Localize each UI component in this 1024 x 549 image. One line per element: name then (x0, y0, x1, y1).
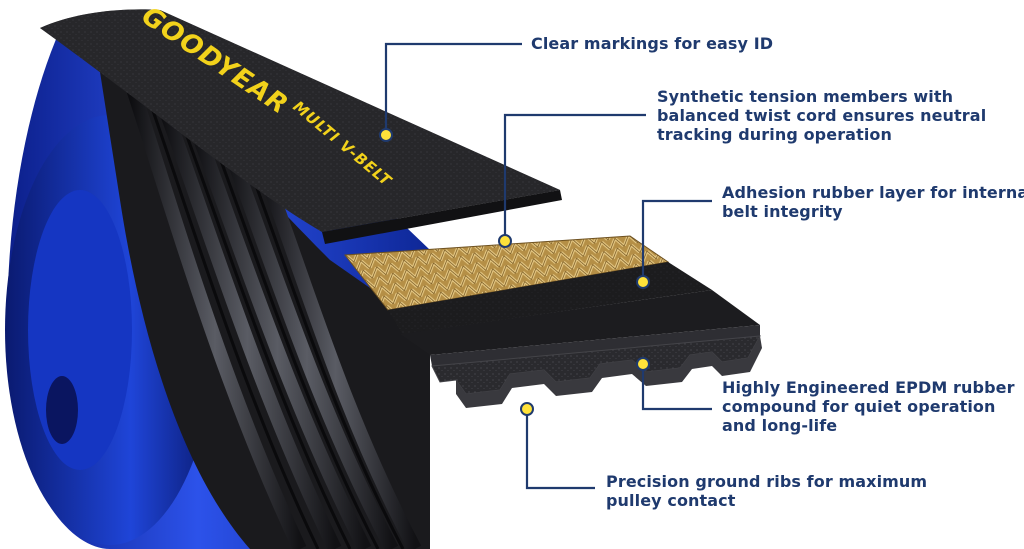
leader-tension (503, 113, 646, 241)
callout-line: Highly Engineered EPDM rubber (722, 378, 1015, 397)
marker-ribs (520, 402, 534, 416)
callout-line: and long-life (722, 416, 838, 435)
callout-adhesion-layer: Adhesion rubber layer for internal belt … (722, 183, 1024, 221)
callout-markers (379, 128, 650, 416)
leader-adhesion (641, 199, 712, 282)
callout-line: Clear markings for easy ID (531, 34, 774, 53)
leader-markings (384, 42, 522, 135)
callout-line: pulley contact (606, 491, 736, 510)
marker-markings (379, 128, 393, 142)
callout-tension-members: Synthetic tension members with balanced … (657, 87, 986, 144)
callout-leaders (384, 42, 712, 490)
marker-tension (498, 234, 512, 248)
callout-line: tracking during operation (657, 125, 892, 144)
marker-adhesion (636, 275, 650, 289)
callout-precision-ribs: Precision ground ribs for maximum pulley… (606, 472, 927, 510)
callout-markings: Clear markings for easy ID (531, 34, 773, 53)
belt-ribs (431, 335, 762, 408)
callout-line: Adhesion rubber layer for internal (722, 183, 1024, 202)
callout-line: balanced twist cord ensures neutral (657, 106, 987, 125)
belt-top-band (40, 9, 562, 244)
callout-line: Precision ground ribs for maximum (606, 472, 928, 491)
callout-line: belt integrity (722, 202, 843, 221)
callout-line: Synthetic tension members with (657, 87, 954, 106)
marker-epdm (636, 357, 650, 371)
adhesion-layer (388, 262, 712, 334)
callout-epdm-compound: Highly Engineered EPDM rubber compound f… (722, 378, 1015, 435)
leader-ribs (525, 409, 595, 490)
compound-layer (400, 290, 760, 366)
leader-epdm (641, 364, 712, 411)
callout-line: compound for quiet operation (722, 397, 996, 416)
